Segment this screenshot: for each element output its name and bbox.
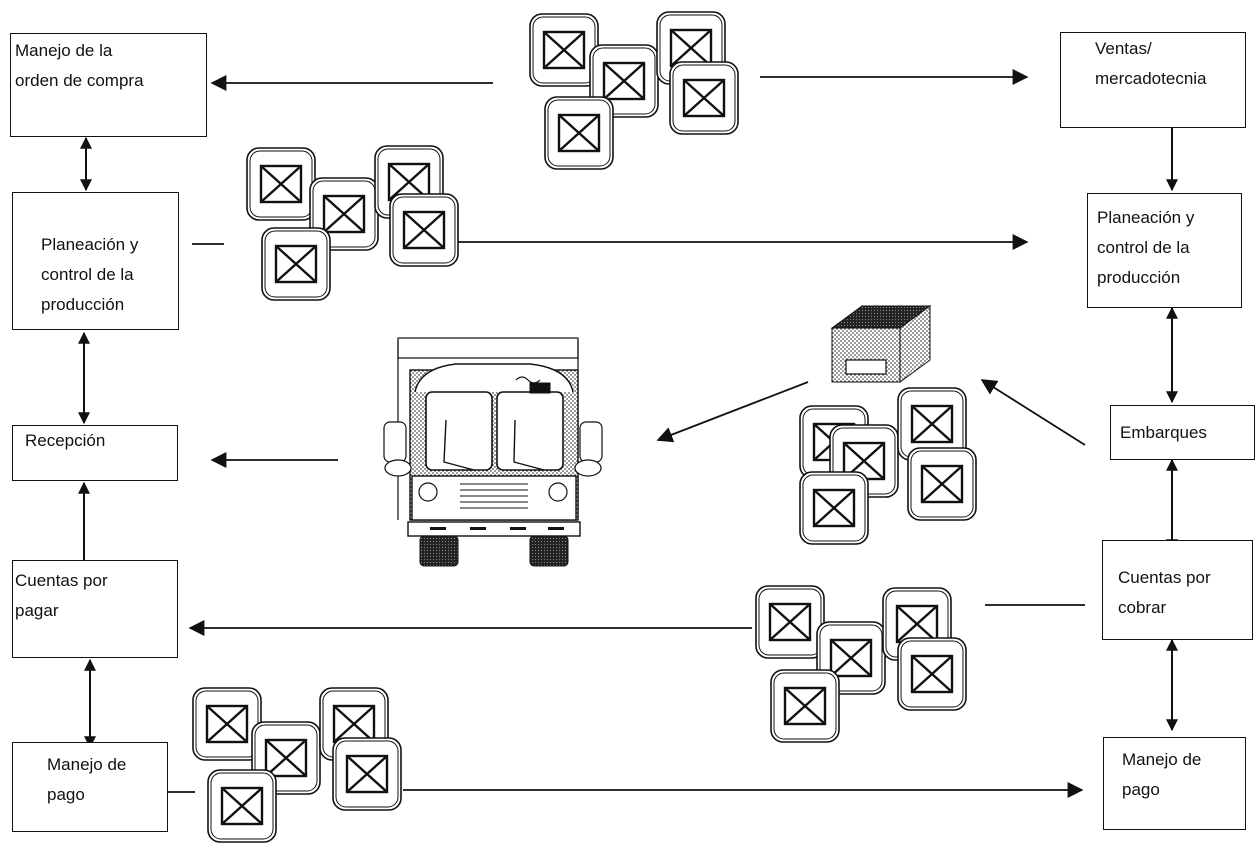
label-cuentas-cobrar: Cuentas por cobrar (1118, 563, 1211, 623)
document-cluster-cuentas (756, 586, 966, 742)
document-cluster-top (530, 12, 738, 169)
flow-to-truck (658, 382, 808, 440)
box-planeacion-right: Planeación y control de la producción (1087, 193, 1242, 308)
envelope-document-icon (545, 97, 613, 169)
envelope-document-icon (898, 638, 966, 710)
document-cluster-embarques (800, 388, 976, 544)
label-planeacion-left: Planeación y control de la producción (41, 230, 138, 320)
envelope-document-icon (262, 228, 330, 300)
label-manejo-pago-right: Manejo de pago (1122, 745, 1201, 805)
label-embarques: Embarques (1120, 418, 1207, 448)
label-manejo-orden-compra: Manejo de la orden de compra (15, 36, 144, 96)
envelope-document-icon (530, 14, 598, 86)
box-manejo-orden-compra: Manejo de la orden de compra (10, 33, 207, 137)
box-embarques: Embarques (1110, 405, 1255, 460)
box-cuentas-pagar: Cuentas por pagar (12, 560, 178, 658)
box-cuentas-cobrar: Cuentas por cobrar (1102, 540, 1253, 640)
document-cluster-pago (193, 688, 401, 842)
envelope-document-icon (670, 62, 738, 134)
truck-icon (384, 338, 602, 566)
envelope-document-icon (247, 148, 315, 220)
label-cuentas-pagar: Cuentas por pagar (15, 566, 108, 626)
envelope-document-icon (193, 688, 261, 760)
label-manejo-pago-left: Manejo de pago (47, 750, 126, 810)
envelope-document-icon (908, 448, 976, 520)
box-manejo-pago-left: Manejo de pago (12, 742, 168, 832)
label-planeacion-right: Planeación y control de la producción (1097, 203, 1194, 293)
box-recepcion: Recepción (12, 425, 178, 481)
flow-from-embarques (982, 380, 1085, 445)
envelope-document-icon (390, 194, 458, 266)
envelope-document-icon (771, 670, 839, 742)
document-cluster-planeacion (247, 146, 458, 300)
package-icon (832, 306, 930, 382)
box-ventas-mercadotecnia: Ventas/ mercadotecnia (1060, 32, 1246, 128)
envelope-document-icon (333, 738, 401, 810)
box-manejo-pago-right: Manejo de pago (1103, 737, 1246, 830)
envelope-document-icon (800, 472, 868, 544)
label-ventas-mercadotecnia: Ventas/ mercadotecnia (1095, 34, 1207, 94)
envelope-document-icon (208, 770, 276, 842)
envelope-document-icon (756, 586, 824, 658)
label-recepcion: Recepción (25, 426, 105, 456)
box-planeacion-left: Planeación y control de la producción (12, 192, 179, 330)
